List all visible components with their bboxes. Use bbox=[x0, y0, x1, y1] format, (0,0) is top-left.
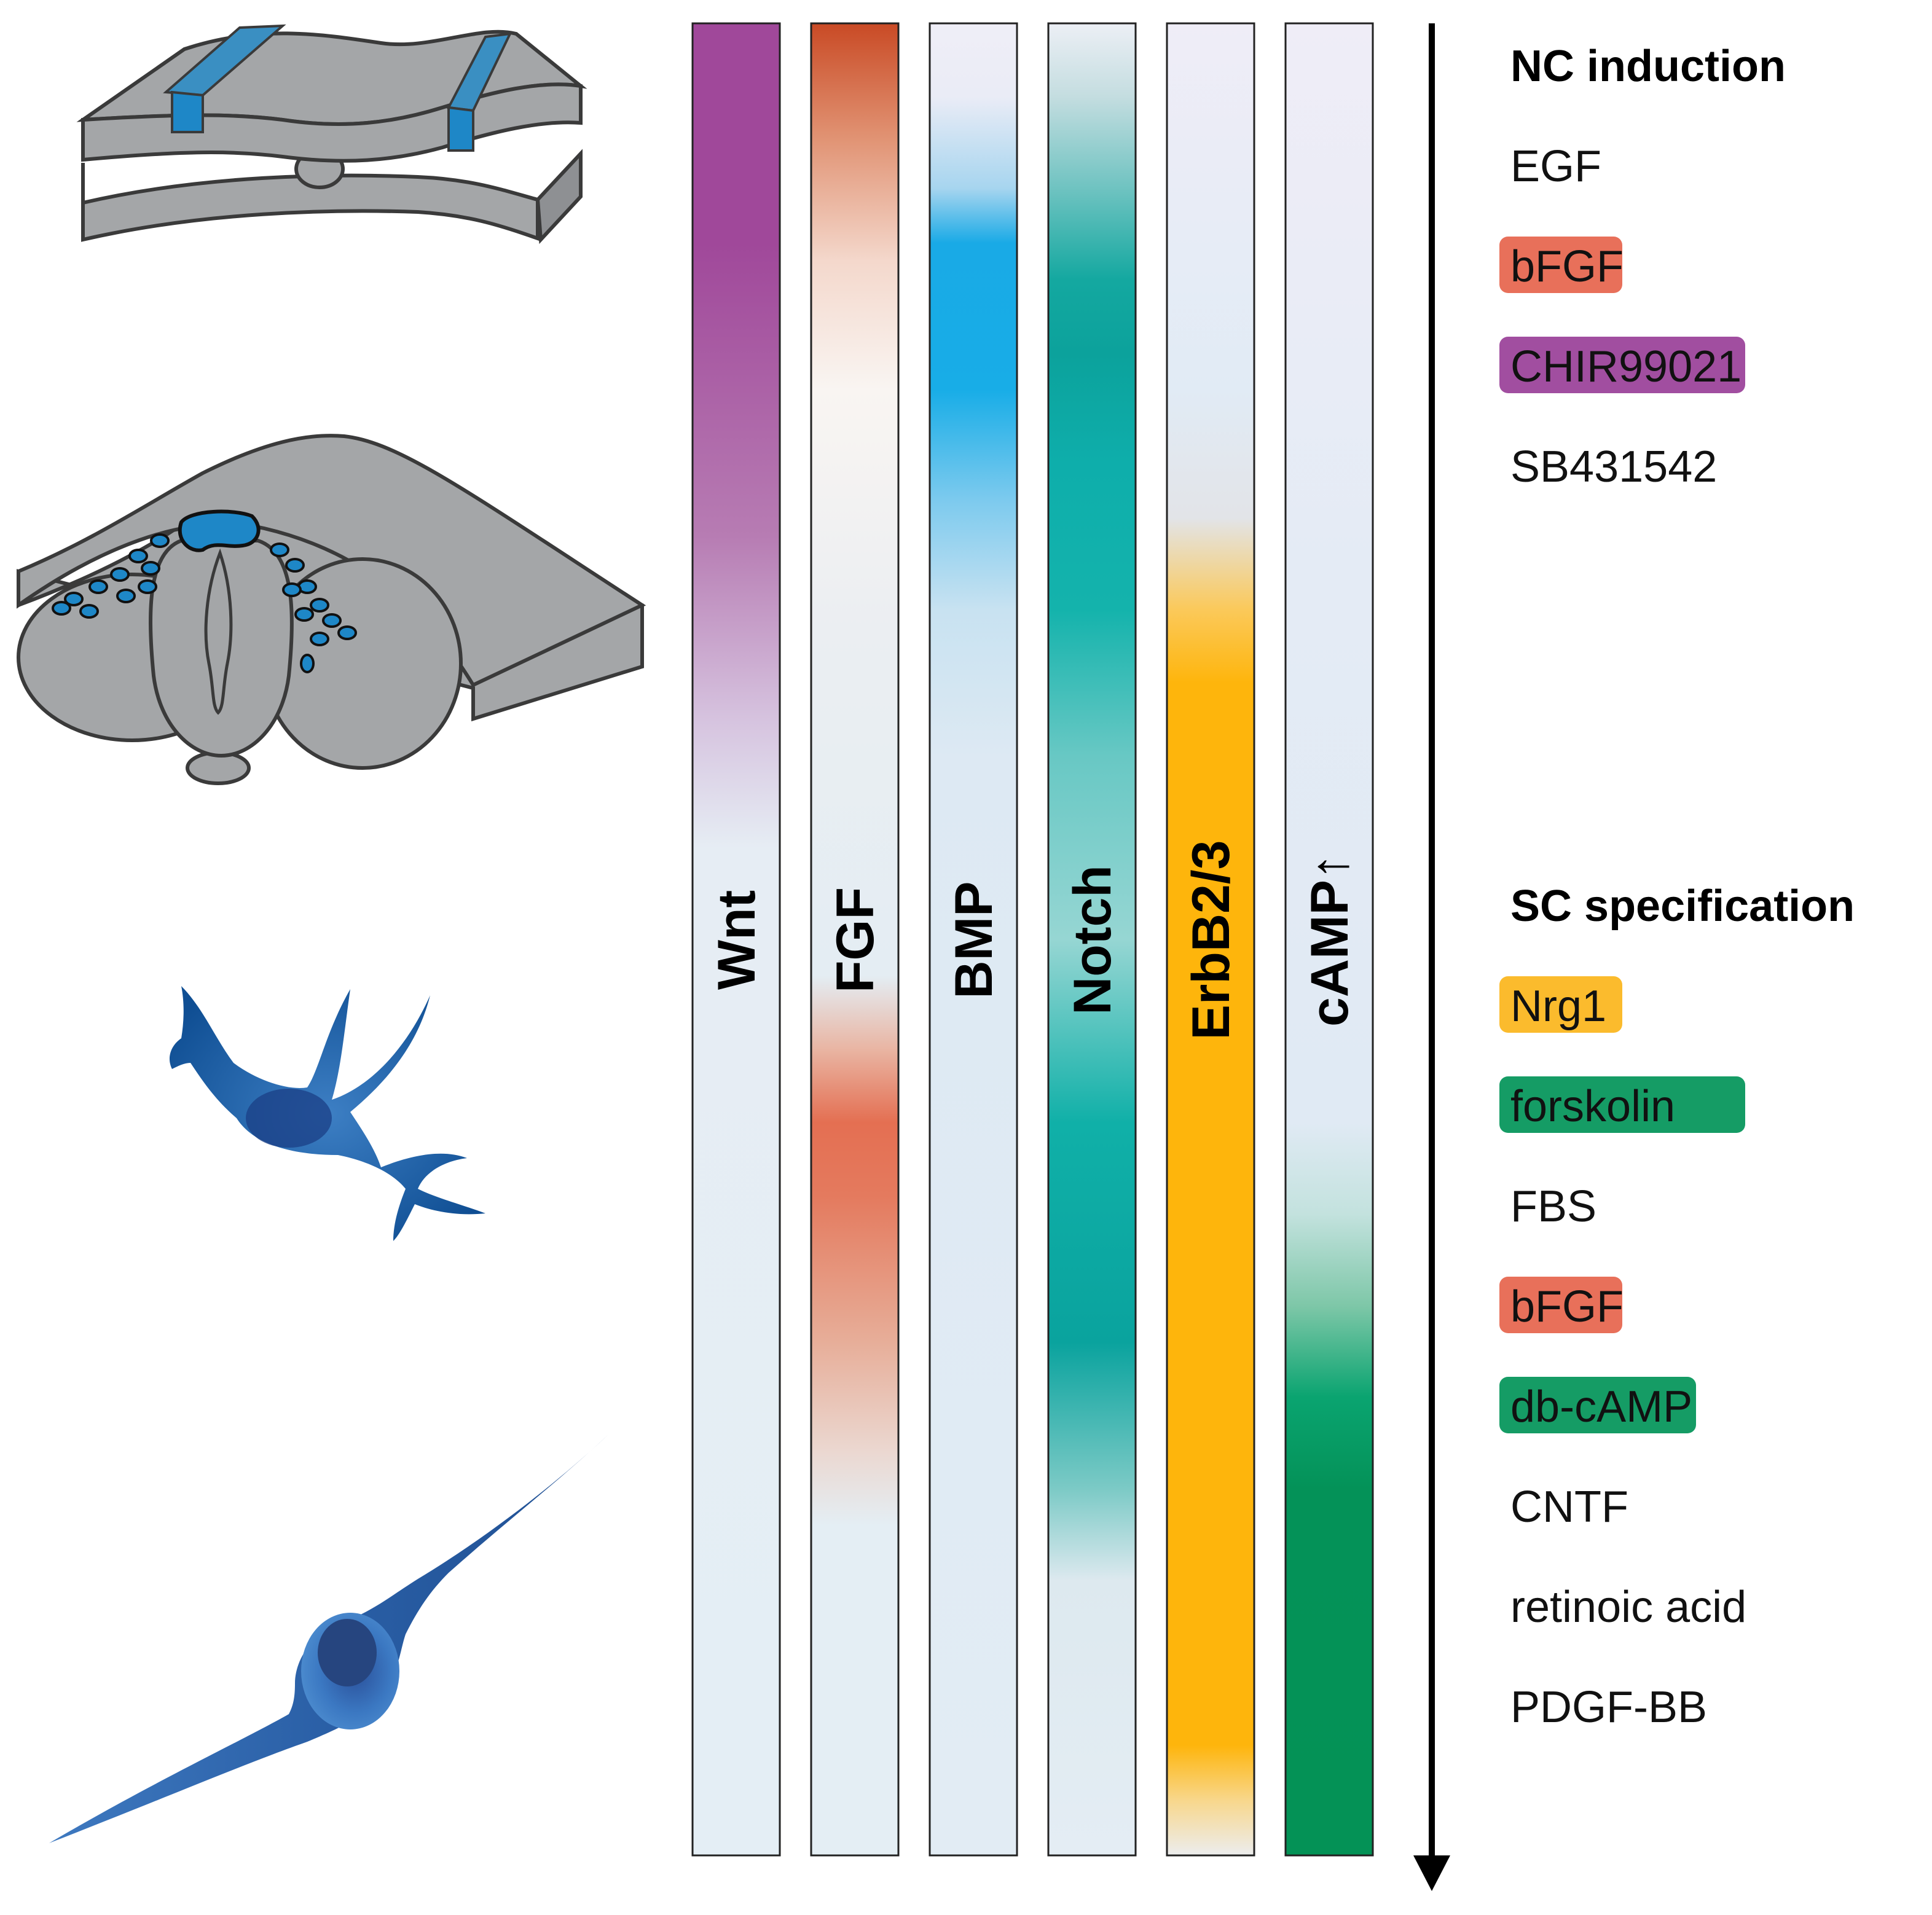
factor-item: PDGF-BB bbox=[1510, 1683, 1707, 1732]
pathway-bar-erbb2-3: ErbB2/3 bbox=[1166, 22, 1255, 1857]
section-heading: NC induction bbox=[1510, 42, 1786, 91]
factor-highlight bbox=[1499, 337, 1745, 393]
pathway-label: cAMP↑ bbox=[1300, 853, 1359, 1027]
pathway-bars: Wnt FGF BMP Notch ErbB2/3 cAMP↑ bbox=[691, 22, 1374, 1857]
factor-highlight bbox=[1499, 1277, 1622, 1333]
time-arrow bbox=[1413, 23, 1450, 1891]
pathway-label: BMP bbox=[944, 881, 1003, 998]
factor-item: bFGF bbox=[1510, 1282, 1624, 1331]
pathway-bar-wnt: Wnt bbox=[691, 22, 781, 1857]
factor-highlight bbox=[1499, 1076, 1745, 1133]
pathway-bar-notch: Notch bbox=[1047, 22, 1137, 1857]
section-heading: SC specification bbox=[1510, 882, 1855, 931]
pathway-label: ErbB2/3 bbox=[1182, 840, 1241, 1040]
neural-plate-icon bbox=[76, 24, 587, 245]
factor-highlight bbox=[1499, 237, 1622, 293]
factor-highlight bbox=[1499, 976, 1622, 1033]
schwann-cell-icon bbox=[49, 1435, 608, 1843]
pathway-gradient bbox=[1047, 22, 1137, 1857]
factor-item: retinoic acid bbox=[1510, 1583, 1746, 1632]
factor-item: EGF bbox=[1510, 142, 1601, 191]
factor-item: forskolin bbox=[1510, 1082, 1675, 1131]
factor-item: CNTF bbox=[1510, 1482, 1628, 1532]
pathway-gradient bbox=[1166, 22, 1255, 1857]
factor-item: db-cAMP bbox=[1510, 1382, 1692, 1431]
factor-item: SB431542 bbox=[1510, 442, 1717, 491]
pathway-gradient bbox=[691, 22, 781, 1857]
factor-item: CHIR99021 bbox=[1510, 342, 1742, 391]
precursor-cell-icon bbox=[169, 986, 485, 1241]
pathway-gradient bbox=[929, 22, 1018, 1857]
pathway-label: FGF bbox=[826, 887, 885, 993]
pathway-bar-camp: cAMP↑ bbox=[1284, 22, 1374, 1857]
factor-highlight bbox=[1499, 1377, 1696, 1433]
pathway-bar-bmp: BMP bbox=[929, 22, 1018, 1857]
neural-tube-icon bbox=[17, 434, 646, 785]
factor-item: bFGF bbox=[1510, 242, 1624, 291]
pathway-gradient bbox=[1284, 22, 1374, 1857]
pathway-bar-fgf: FGF bbox=[810, 22, 900, 1857]
pathway-label: Notch bbox=[1063, 865, 1122, 1015]
factor-item: Nrg1 bbox=[1510, 982, 1606, 1031]
factor-item: FBS bbox=[1510, 1182, 1596, 1231]
pathway-gradient bbox=[810, 22, 900, 1857]
pathway-label: Wnt bbox=[707, 890, 766, 990]
